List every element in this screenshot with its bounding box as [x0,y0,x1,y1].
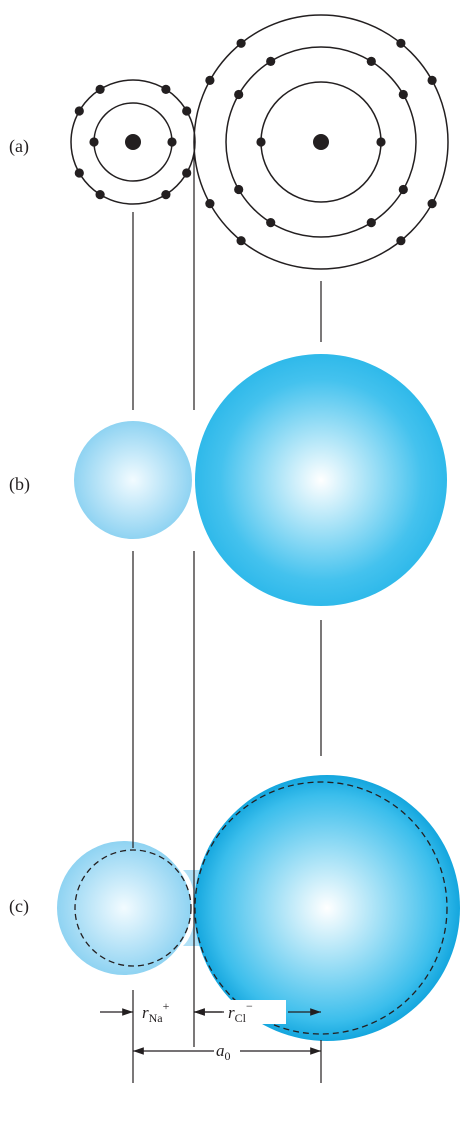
na-ion-sphere-bonded [57,841,191,975]
chlorine-electron-shell2-2 [398,89,408,100]
cl-nucleus [313,134,329,150]
label-part-a: (a) [9,136,29,157]
sodium-electron-shell1-2 [89,137,99,147]
label-part-c: (c) [9,896,29,917]
chlorine-electron-shell3-1 [396,38,406,48]
cl-outer-shell [193,14,449,270]
r-na-label-bg [136,1000,190,1024]
cl-ion-sphere [195,354,447,606]
chlorine-electron-shell3-8 [205,199,215,209]
sodium-electron-shell2-8 [74,168,84,178]
chlorine-atom-model [193,14,449,270]
electrons [74,38,437,246]
chlorine-electron-shell1-2 [256,137,266,147]
chlorine-electron-shell2-4 [266,56,276,66]
sodium-electron-shell2-5 [182,168,192,178]
r-na-label: rNa+ [142,999,170,1025]
chlorine-electron-shell2-1 [366,56,376,66]
a0-label: a0 [216,1041,231,1063]
chlorine-electron-shell2-5 [398,184,408,195]
chlorine-electron-shell2-6 [366,218,376,228]
label-part-b: (b) [9,474,30,495]
sodium-electron-shell2-7 [95,190,105,200]
chlorine-electron-shell3-2 [427,75,437,85]
chlorine-electron-shell2-8 [234,184,244,195]
sodium-electron-shell1-1 [167,137,177,147]
r-cl-label-bg [224,1000,286,1024]
sodium-electron-shell2-6 [161,190,171,200]
chlorine-electron-shell1-1 [376,137,386,147]
cl-ion-sphere-bonded [194,775,460,1041]
cl-middle-shell [225,46,417,238]
sodium-electron-shell2-3 [74,106,84,116]
r-cl-label: rCl− [228,999,253,1025]
dimension-arrows [100,1008,321,1055]
chlorine-electron-shell3-4 [236,38,246,48]
chlorine-electron-shell3-3 [205,75,215,85]
guide-lines [132,155,322,1083]
chlorine-electron-shell3-6 [396,236,406,246]
na-outer-shell [70,79,196,205]
chlorine-electron-shell3-5 [427,199,437,209]
sodium-electron-shell2-1 [161,84,171,94]
chlorine-electron-shell3-7 [236,236,246,246]
na-nucleus [125,134,141,150]
sodium-electron-shell2-2 [182,106,192,116]
sodium-electron-shell2-4 [95,84,105,94]
chlorine-electron-shell2-3 [234,89,244,100]
na-ion-boundary-dashed [74,849,192,967]
cl-ion-boundary-dashed [194,781,448,1035]
na-ion-sphere [74,421,192,539]
chlorine-electron-shell2-7 [266,218,276,228]
